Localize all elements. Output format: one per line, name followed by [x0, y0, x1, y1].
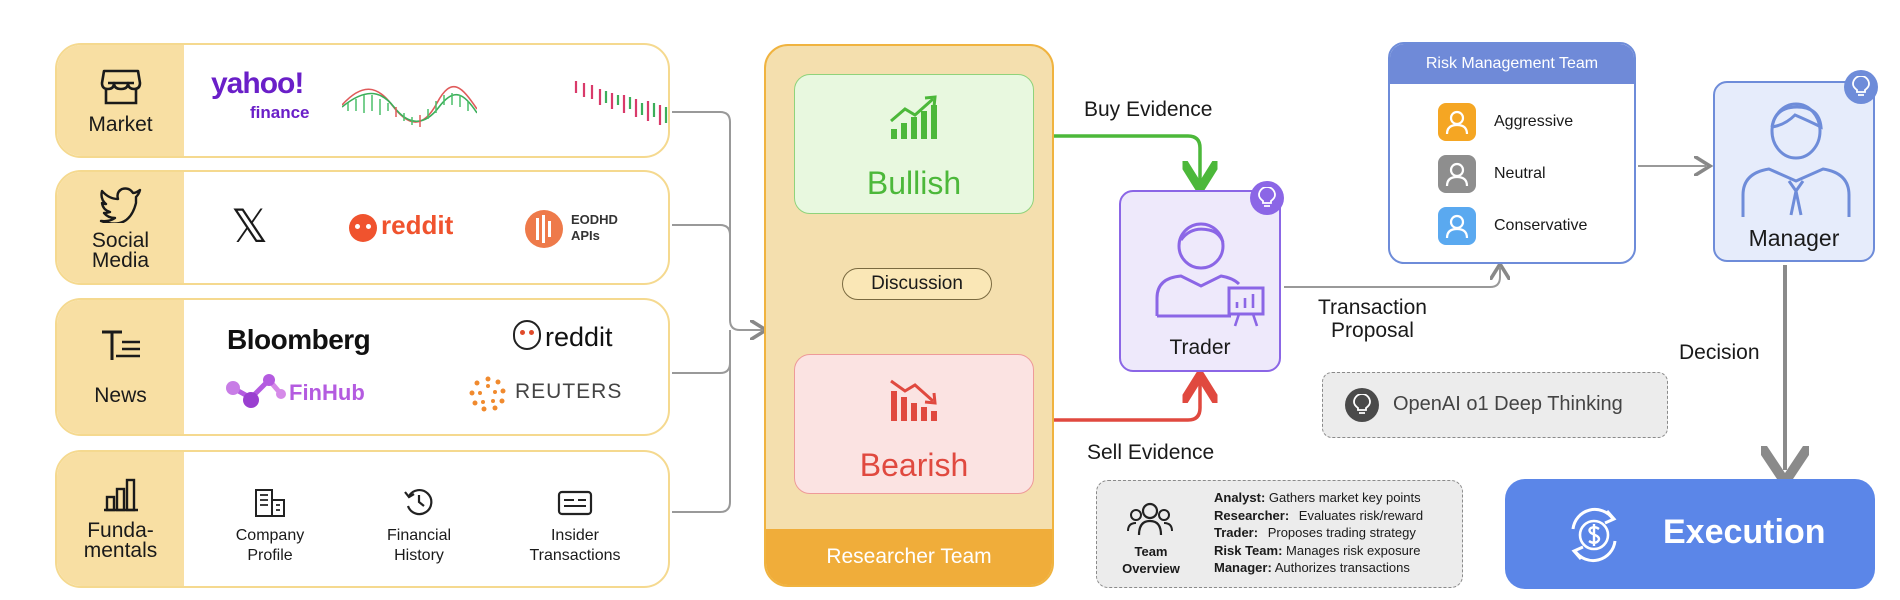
fundamentals-label: Funda- mentals: [83, 519, 158, 562]
person-icon: [1438, 155, 1476, 193]
card-icon: [557, 490, 593, 516]
fundamentals-category: Funda- mentals: [57, 452, 184, 586]
eodhd-logo: EODHD: [571, 212, 618, 227]
yahoo-finance-sub: finance: [250, 103, 310, 122]
fundamentals-source-card: Funda- mentals Company Profile Financial…: [55, 450, 670, 588]
company-profile-label: Company Profile: [235, 527, 305, 564]
team-overview-legend: Team Overview Analyst: Gathers market ke…: [1096, 480, 1463, 588]
wave-chart-icon: [342, 85, 477, 127]
manager-card: Manager: [1713, 81, 1875, 262]
bloomberg-logo: Bloomberg: [227, 324, 371, 355]
bar-chart-icon: [103, 478, 138, 512]
sell-evidence-label: Sell Evidence: [1087, 441, 1215, 464]
dollar-cycle-icon: [1571, 508, 1617, 562]
team-row-analyst: Analyst: Gathers market key points: [1214, 490, 1421, 505]
manager-label: Manager: [1748, 225, 1840, 251]
eodhd-apis-label: APIs: [571, 228, 600, 243]
reddit-logo: reddit: [381, 210, 454, 240]
eodhd-logo-icon: [525, 210, 563, 248]
candlestick-chart-icon: [574, 81, 668, 125]
team-row-researcher: Researcher: Evaluates risk/reward: [1214, 507, 1424, 523]
bearish-card: Bearish: [794, 354, 1034, 494]
reuters-logo: REUTERS: [515, 380, 623, 403]
finhub-logo-icon: [226, 374, 286, 408]
social-media-category: Social Media: [57, 172, 184, 283]
x-logo: 𝕏: [231, 200, 269, 252]
risk-management-team-card: Risk Management Team Aggressive Neutral …: [1388, 42, 1636, 264]
store-icon: [100, 69, 141, 104]
reuters-logo-icon: [469, 376, 506, 412]
news-source-card: News Bloomberg reddit FinHub REUTERS: [55, 298, 670, 436]
decision-label: Decision: [1679, 341, 1760, 364]
people-icon: [1127, 502, 1173, 536]
social-media-source-card: Social Media 𝕏 reddit EODHD APIs: [55, 170, 670, 285]
researcher-team-title: Researcher Team: [766, 529, 1052, 585]
risk-member-label: Aggressive: [1494, 113, 1574, 130]
social-media-label: Social Media: [91, 228, 150, 272]
team-overview-rows: Analyst: Gathers market key points Resea…: [1214, 489, 1423, 577]
team-row-trader: Trader: Proposes trading strategy: [1214, 525, 1416, 540]
market-category: Market: [57, 45, 184, 156]
market-source-card: Market yahoo! finance: [55, 43, 670, 158]
chart-up-icon: [890, 95, 937, 139]
market-label: Market: [88, 112, 153, 136]
newspaper-icon: [101, 330, 140, 360]
reddit-alien-icon: [513, 320, 541, 350]
manager-lightbulb-icon: [1844, 70, 1878, 104]
trader-person-icon: [1155, 222, 1265, 327]
risk-member-label: Conservative: [1494, 217, 1588, 234]
financial-history-label: Financial History: [386, 527, 452, 564]
bullish-card: Bullish: [794, 74, 1034, 214]
buy-evidence-label: Buy Evidence: [1084, 98, 1213, 121]
risk-team-title: Risk Management Team: [1390, 44, 1634, 84]
openai-deep-thinking-badge: OpenAI o1 Deep Thinking: [1322, 372, 1668, 438]
insider-transactions-label: Insider Transactions: [529, 527, 621, 564]
discussion-label: Discussion: [842, 268, 992, 300]
trader-lightbulb-icon: [1250, 181, 1284, 215]
chart-down-icon: [890, 379, 937, 421]
bullish-label: Bullish: [866, 165, 962, 201]
risk-member-label: Neutral: [1494, 165, 1546, 182]
openai-label: OpenAI o1 Deep Thinking: [1393, 393, 1623, 415]
building-icon: [255, 489, 285, 517]
trader-card: Trader: [1119, 190, 1281, 372]
manager-person-icon: [1741, 102, 1851, 217]
reddit-alien-icon: [349, 214, 377, 242]
execution-label: Execution: [1663, 513, 1826, 551]
bird-icon: [99, 186, 141, 223]
news-label: News: [94, 384, 147, 407]
team-row-manager: Manager: Authorizes transactions: [1214, 560, 1410, 575]
execution-card: Execution: [1505, 479, 1875, 589]
transaction-proposal-label: Transaction Proposal: [1318, 296, 1427, 342]
bearish-label: Bearish: [859, 447, 969, 483]
risk-member-aggressive: Aggressive: [1438, 102, 1573, 142]
risk-member-conservative: Conservative: [1438, 206, 1587, 246]
team-overview-title: Team Overview: [1122, 544, 1180, 576]
trader-label: Trader: [1169, 336, 1231, 359]
finhub-logo: FinHub: [289, 380, 365, 405]
history-icon: [404, 489, 433, 516]
person-icon: [1438, 207, 1476, 245]
person-icon: [1438, 103, 1476, 141]
risk-member-neutral: Neutral: [1438, 154, 1546, 194]
news-category: News: [57, 300, 184, 434]
team-row-risk: Risk Team: Manages risk exposure: [1214, 542, 1421, 558]
yahoo-logo: yahoo!: [211, 67, 304, 100]
reddit-news-logo: reddit: [545, 322, 613, 352]
lightbulb-icon: [1345, 388, 1379, 422]
